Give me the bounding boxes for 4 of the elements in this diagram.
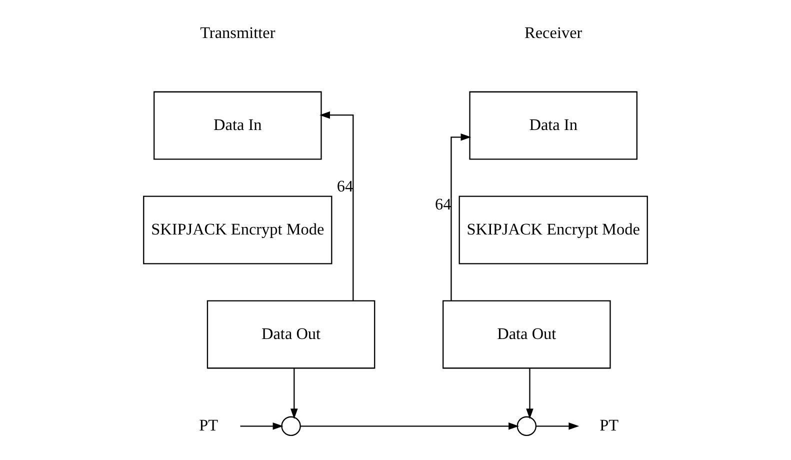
node-text: PT xyxy=(600,416,619,434)
node-text: PT xyxy=(199,416,218,434)
label: Receiver xyxy=(524,24,582,42)
label: Transmitter xyxy=(200,24,276,42)
